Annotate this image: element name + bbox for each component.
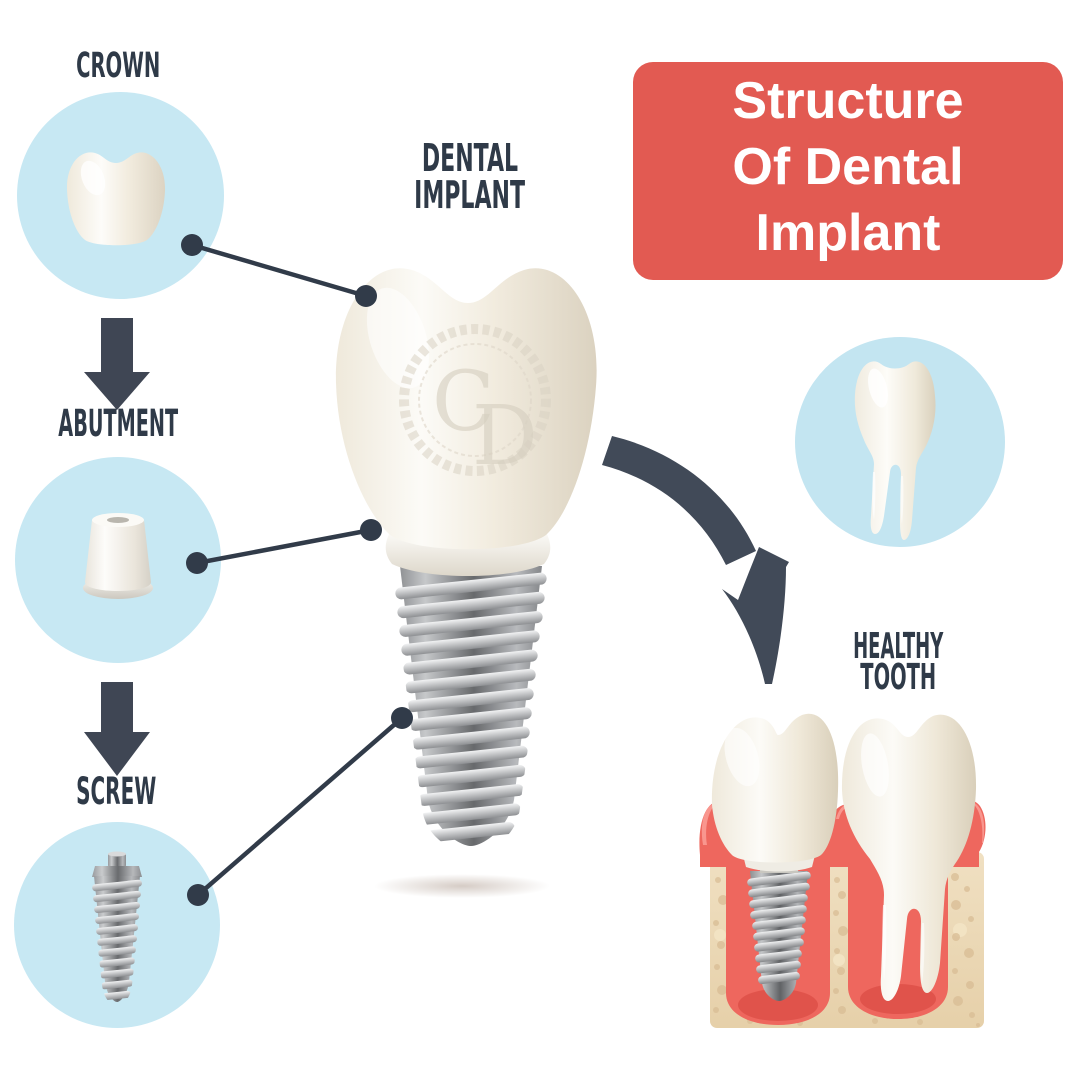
abutment-label: ABUTMENT — [38, 404, 198, 444]
healthy-tooth-label-line1: HEALTHY — [852, 626, 944, 667]
bone-texture-dots — [713, 873, 980, 1027]
crown-illustration-icon — [66, 152, 166, 246]
down-arrow-icon — [84, 318, 150, 410]
watermark-letter-d: D — [472, 389, 538, 484]
watermark-letter-c: C — [432, 355, 495, 450]
dental-implant-label-line2: IMPLANT — [414, 173, 526, 217]
molar-tooth-illustration-icon — [854, 361, 936, 540]
screw-illustration-icon — [92, 851, 142, 1002]
dental-implant-label-line1: DENTAL — [421, 136, 519, 180]
title-line2: Of Dental — [732, 138, 964, 196]
screw-label-text: SCREW — [75, 770, 157, 813]
healthy-tooth-cross-section-illustration — [699, 713, 986, 1028]
screw-label: SCREW — [36, 772, 196, 812]
crown-label-text: CROWN — [75, 46, 161, 86]
dental-implant-illustration: C D — [335, 268, 597, 898]
abutment-illustration-icon — [83, 513, 153, 599]
healthy-tooth-in-bone — [841, 714, 977, 1001]
title-line1: Structure — [732, 72, 964, 130]
implant-in-bone — [711, 713, 839, 1001]
title-box: Structure Of Dental Implant — [633, 62, 1063, 280]
dental-implant-label: DENTAL IMPLANT — [370, 136, 570, 217]
title-line3: Implant — [755, 204, 941, 262]
crown-label: CROWN — [38, 46, 198, 86]
down-arrow-icon — [84, 682, 150, 776]
implant-screw-threads — [395, 572, 547, 842]
crown-watermark: C D — [399, 324, 551, 484]
abutment-label-text: ABUTMENT — [58, 402, 178, 445]
healthy-tooth-label-line2: TOOTH — [860, 657, 936, 698]
implant-shadow — [374, 874, 550, 898]
healthy-tooth-label: HEALTHY TOOTH — [818, 626, 978, 698]
